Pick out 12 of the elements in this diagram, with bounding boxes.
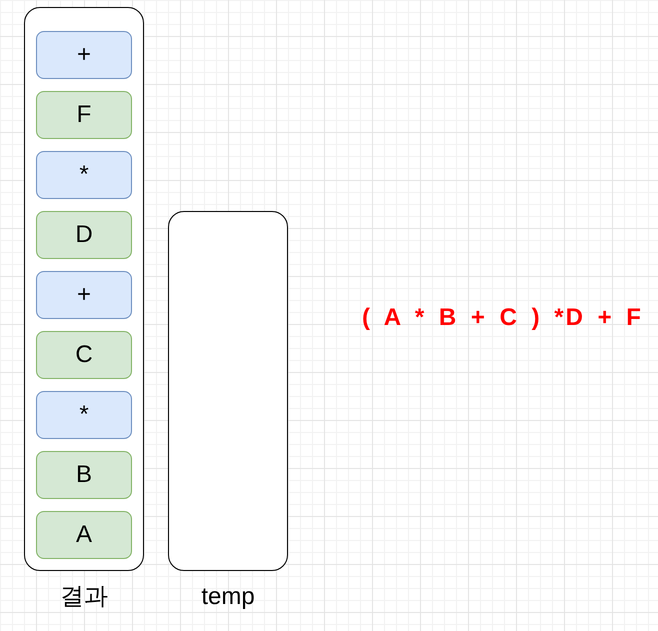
stack-item: * xyxy=(36,151,132,199)
stack-label: 결과 xyxy=(60,583,108,611)
stack-item: B xyxy=(36,451,132,499)
stack-item: F xyxy=(36,91,132,139)
expression-text: ( A * B + C ) *D + F xyxy=(362,304,643,332)
stack-label: temp xyxy=(201,583,255,611)
stack-item: D xyxy=(36,211,132,259)
stack-item: A xyxy=(36,511,132,559)
stack-item: C xyxy=(36,331,132,379)
stack-item: * xyxy=(36,391,132,439)
stack-item: + xyxy=(36,271,132,319)
stack-item: + xyxy=(36,31,132,79)
